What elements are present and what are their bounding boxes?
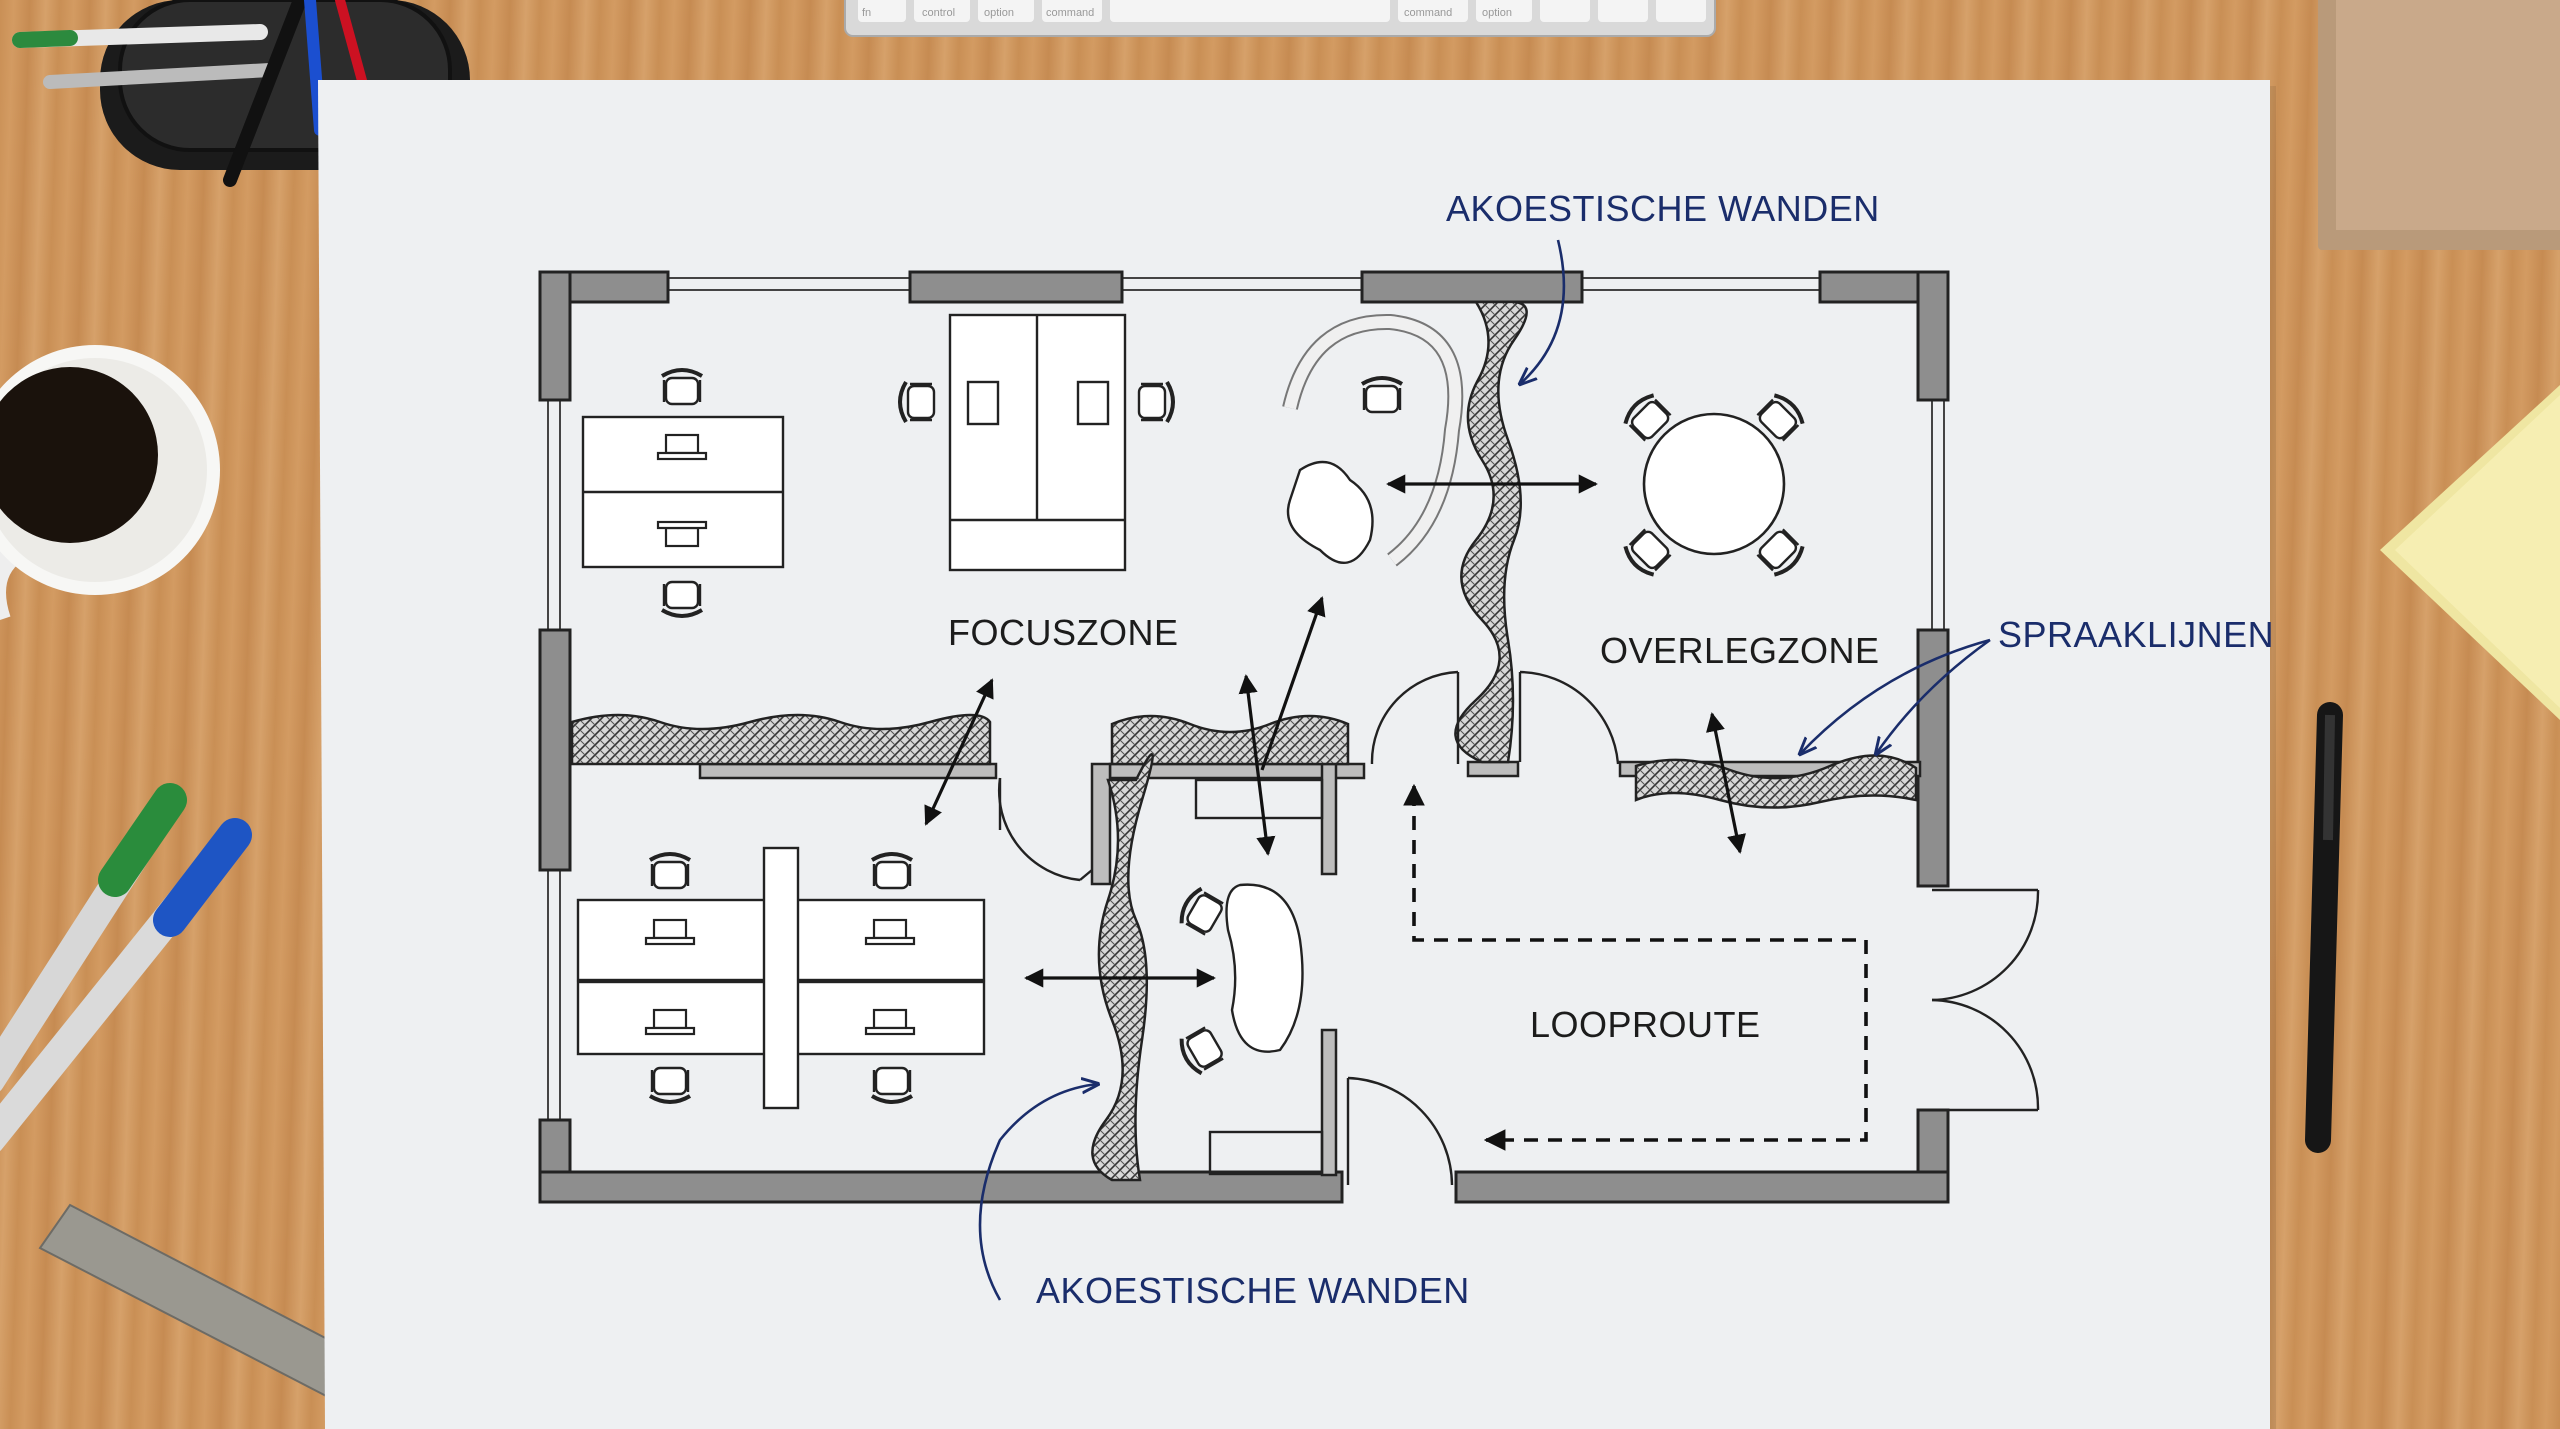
key-command-right: command	[1404, 7, 1452, 19]
label-looproute: LOOPROUTE	[1530, 1004, 1761, 1045]
label-focuszone: FOCUSZONE	[948, 612, 1179, 653]
annotation-acoustic-walls-bottom: AKOESTISCHE WANDEN	[1036, 1270, 1470, 1311]
key-control: control	[922, 7, 955, 19]
key-command: command	[1046, 7, 1094, 19]
sticky-note	[2380, 385, 2560, 720]
floor-plan	[538, 270, 2040, 1204]
pen-right	[2305, 702, 2343, 1153]
keyboard: fn control option command command option	[844, 0, 1716, 37]
annotation-speech-lines: SPRAAKLIJNEN	[1998, 614, 2275, 655]
label-overlegzone: OVERLEGZONE	[1600, 630, 1880, 671]
key-option-right: option	[1482, 7, 1512, 19]
coffee-mug	[0, 345, 220, 620]
markers	[0, 783, 252, 1152]
annotation-leaders	[978, 239, 1991, 1301]
key-fn: fn	[862, 7, 871, 19]
annotation-acoustic-walls-top: AKOESTISCHE WANDEN	[1446, 188, 1880, 229]
notebook	[2318, 0, 2560, 250]
key-option: option	[984, 7, 1014, 19]
